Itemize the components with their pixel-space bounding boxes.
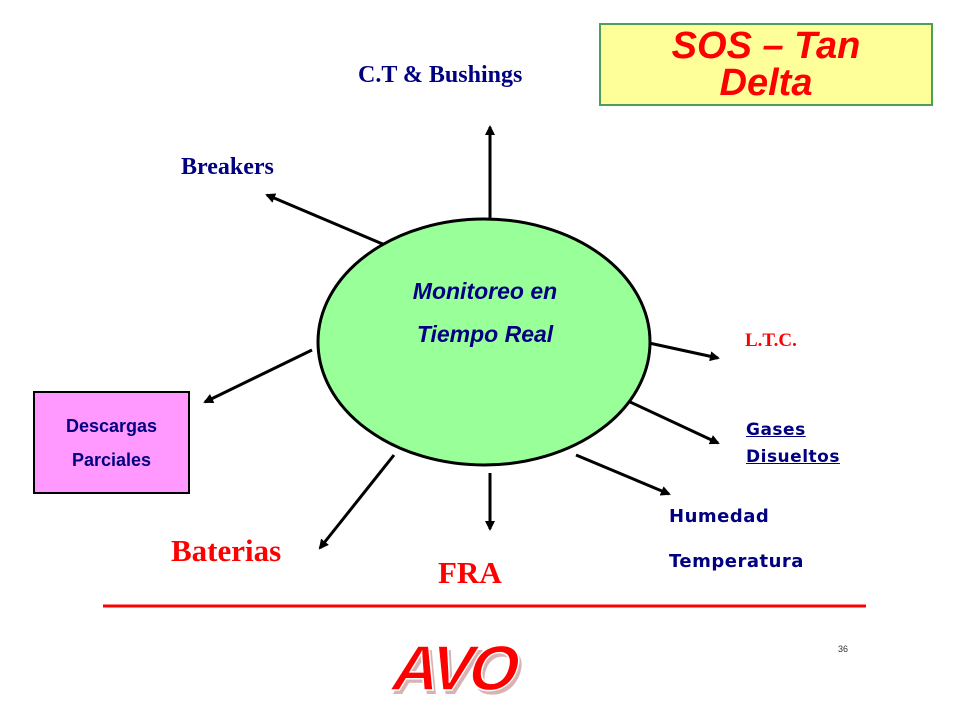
slide-title-line1: SOS – Tan: [671, 24, 861, 67]
arrow-to-breakers: [265, 193, 386, 247]
hub-label-line2: Tiempo Real: [416, 321, 554, 347]
label-gases-disueltos: Gases Disueltos: [746, 417, 840, 471]
arrow-to-descargas: [203, 348, 313, 404]
label-breakers: Breakers: [181, 154, 274, 180]
label-ct-bushings: C.T & Bushings: [358, 62, 523, 88]
arrow-to-humedad: [575, 453, 671, 496]
page-number: 36: [838, 644, 849, 654]
label-ltc: L.T.C.: [745, 330, 797, 351]
label-temperatura: Temperatura: [669, 551, 804, 572]
slide-title: SOS – Tan Delta: [636, 24, 896, 104]
hub-label-line1: Monitoreo en: [412, 278, 558, 304]
descargas-parciales-box: Descargas Parciales: [33, 391, 190, 494]
avo-logo-shadow: AVO: [388, 636, 531, 708]
slide-title-line2: Delta: [719, 61, 813, 104]
hub-label: Monitoreo en Tiempo Real: [330, 270, 640, 356]
avo-logo-text: AVO: [385, 632, 528, 704]
label-gases-line2: Disueltos: [746, 447, 840, 467]
label-humedad: Humedad: [669, 506, 770, 527]
avo-logo: AVO AVO: [384, 631, 531, 708]
title-box: SOS – Tan Delta: [599, 23, 933, 106]
arrow-to-gases: [627, 399, 720, 445]
label-descargas-line2: Parciales: [71, 449, 152, 470]
label-humedad-temperatura: Humedad Temperatura: [669, 494, 804, 584]
arrow-to-baterias: [318, 454, 396, 550]
label-baterias: Baterias: [171, 533, 282, 568]
hub-ellipse: [316, 217, 652, 467]
label-fra: FRA: [438, 555, 502, 590]
label-gases-line1: Gases: [746, 420, 806, 440]
label-descargas-line1: Descargas: [65, 415, 158, 436]
arrow-to-ltc: [648, 341, 720, 362]
